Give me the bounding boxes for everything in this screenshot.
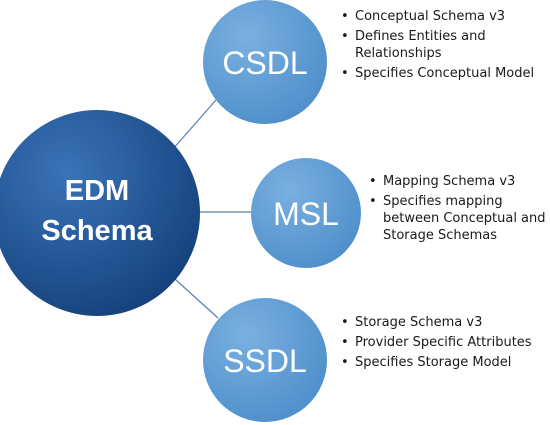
csdl-label: CSDL <box>222 45 307 81</box>
msl-bullet-2: Specifies mapping between Conceptual and… <box>369 193 549 244</box>
center-label-line2: Schema <box>41 215 153 247</box>
csdl-circle <box>203 0 327 124</box>
msl-bullet-1: Mapping Schema v3 <box>369 173 549 190</box>
msl-label: MSL <box>273 196 339 232</box>
ssdl-circle <box>203 298 327 422</box>
center-label-line1: EDM <box>65 175 129 207</box>
ssdl-bullet-1: Storage Schema v3 <box>341 314 546 331</box>
ssdl-bullet-3: Specifies Storage Model <box>341 354 546 371</box>
ssdl-bullet-list: Storage Schema v3 Provider Specific Attr… <box>341 314 546 374</box>
center-circle <box>0 110 200 316</box>
csdl-bullet-2: Defines Entities and Relationships <box>341 28 546 62</box>
csdl-bullet-3: Specifies Conceptual Model <box>341 65 546 82</box>
ssdl-bullet-2: Provider Specific Attributes <box>341 334 546 351</box>
msl-bullet-list: Mapping Schema v3 Specifies mapping betw… <box>369 173 549 247</box>
ssdl-label: SSDL <box>223 343 307 379</box>
csdl-bullet-list: Conceptual Schema v3 Defines Entities an… <box>341 8 546 85</box>
csdl-bullet-1: Conceptual Schema v3 <box>341 8 546 25</box>
msl-circle <box>251 158 361 268</box>
